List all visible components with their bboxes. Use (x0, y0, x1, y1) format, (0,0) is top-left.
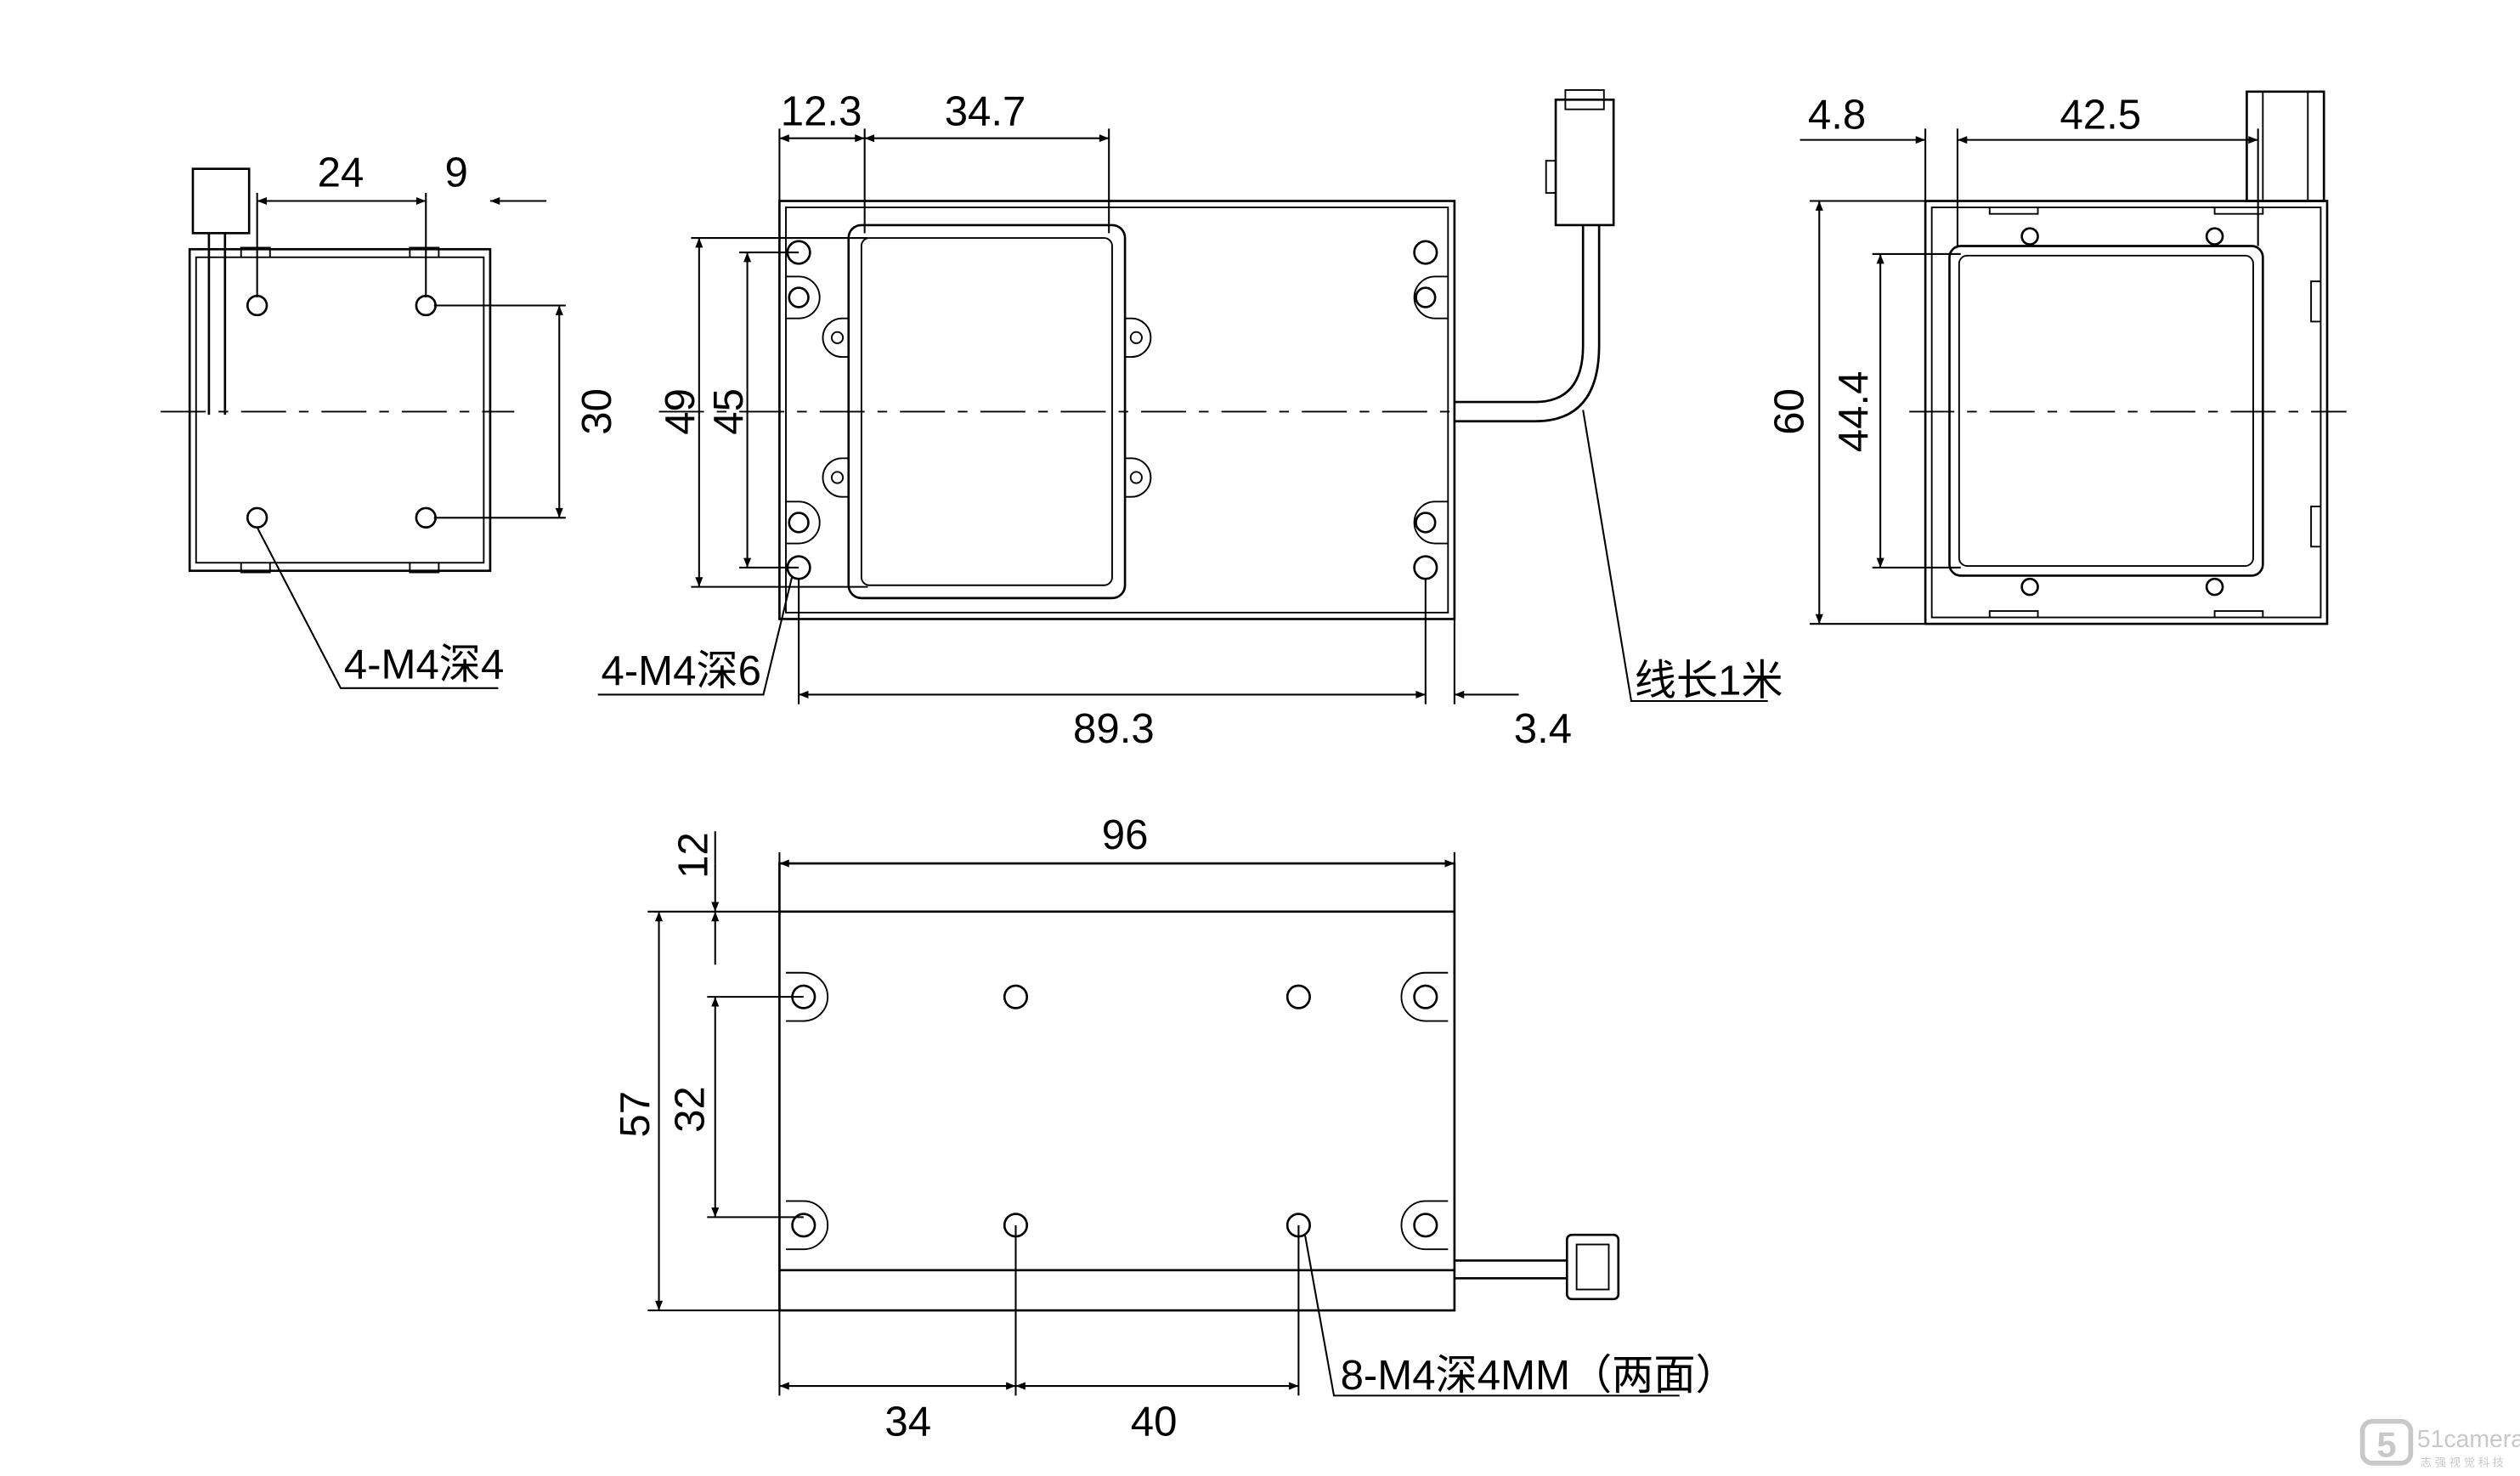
watermark-brand: 51camera (2417, 1426, 2520, 1453)
connector-icon (2246, 90, 2325, 202)
dim-40: 40 (1131, 1399, 1178, 1445)
dim-96: 96 (1102, 812, 1149, 858)
dim-3-4: 3.4 (1514, 705, 1572, 752)
front-view: 12.3 34.7 49 45 89.3 3.4 4-M4深6 线长1米 (597, 88, 1783, 752)
dim-34: 34 (884, 1399, 931, 1445)
dim-32: 32 (667, 1086, 714, 1133)
cable (1454, 224, 1601, 423)
cable-length-label: 线长1米 (1635, 657, 1783, 704)
watermark-subtitle: 志强视觉科技 (2421, 1456, 2507, 1469)
dim-12-3: 12.3 (781, 88, 862, 135)
thread-label: 4-M4深4 (344, 641, 505, 687)
mount-hole (785, 240, 1449, 580)
dim-49: 49 (657, 388, 703, 435)
thread-label: 4-M4深6 (601, 648, 761, 694)
dim-89-3: 89.3 (1073, 705, 1155, 752)
right-side-view: 4.8 42.5 60 44.4 (1766, 90, 2347, 625)
dim-34-7: 34.7 (945, 88, 1026, 135)
dim-9: 9 (445, 149, 468, 195)
watermark-logo: 5 51camera 志强视觉科技 (2359, 1418, 2520, 1469)
dim-12: 12 (670, 832, 716, 879)
dim-4-8: 4.8 (1808, 91, 1866, 138)
left-side-view: 24 9 30 4-M4深4 (161, 149, 620, 689)
dim-30: 30 (573, 388, 620, 435)
dim-45: 45 (705, 388, 752, 435)
bottom-view: 96 12 57 32 34 40 8-M4深4MM（两面） (612, 812, 1737, 1445)
dim-42-5: 42.5 (2060, 91, 2141, 138)
dim-57: 57 (612, 1091, 658, 1138)
connector-icon (1545, 89, 1615, 227)
svg-text:5: 5 (2376, 1424, 2396, 1464)
mount-hole (785, 971, 1449, 1251)
dim-44-4: 44.4 (1830, 371, 1877, 453)
dim-24: 24 (318, 149, 364, 195)
dim-60: 60 (1766, 388, 1812, 435)
connector-icon (1565, 1233, 1620, 1301)
thread-label: 8-M4深4MM（两面） (1341, 1352, 1737, 1399)
